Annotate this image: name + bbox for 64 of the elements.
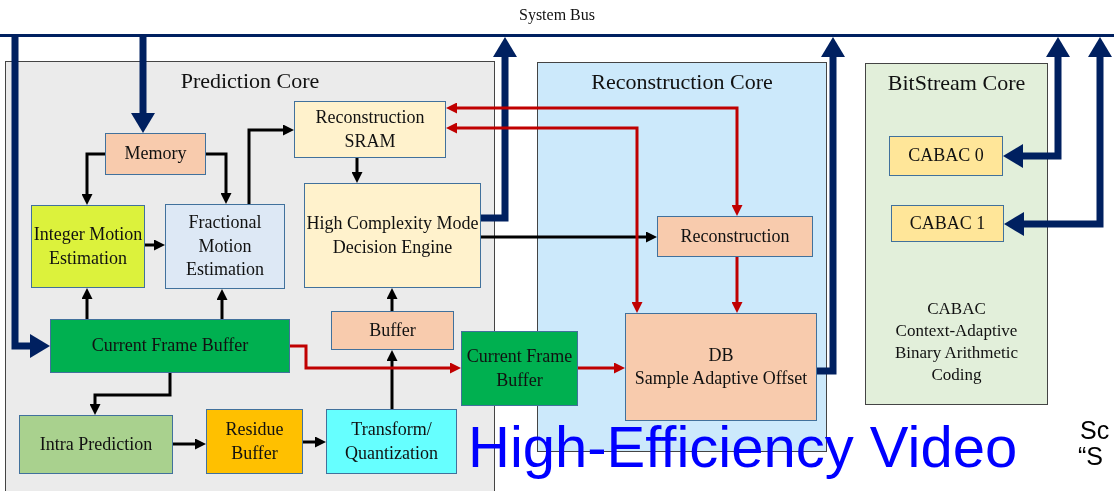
box-label: CABAC 0 [908, 144, 984, 168]
process-box [19, 415, 173, 474]
box-label: Integer Motion Estimation [32, 223, 144, 270]
box-label: Transform/ Quantization [344, 418, 439, 465]
process-box [31, 205, 145, 288]
process-box [105, 133, 206, 175]
process-box [50, 319, 290, 373]
box-label: Fractional Motion Estimation [185, 211, 265, 282]
arrow [578, 362, 625, 374]
panel-title: Prediction Core [180, 68, 320, 94]
box-label: Residue Buffer [224, 418, 285, 465]
arrow [81, 288, 93, 319]
panel-title: Reconstruction Core [591, 69, 773, 95]
panel-note: CABAC [926, 297, 987, 320]
arrow [817, 37, 845, 375]
arrow [131, 37, 155, 133]
box-label: Reconstruction SRAM [314, 106, 426, 153]
box-label: Reconstruction [680, 224, 790, 248]
process-box [331, 311, 454, 350]
process-box [461, 331, 578, 406]
box-label: CABAC 1 [909, 211, 986, 235]
arrow [481, 231, 657, 243]
arrow [81, 152, 105, 205]
arrow [481, 37, 517, 222]
arrow [290, 344, 461, 374]
core-panel [865, 63, 1048, 405]
process-box [657, 216, 813, 257]
panel-note: Context-Adaptive Binary Arithmetic Coding [893, 319, 1020, 386]
arrow [145, 239, 165, 251]
overlay-text: Sc [1080, 418, 1110, 443]
bus-label: System Bus [519, 6, 595, 24]
overlay-text: “S [1078, 444, 1103, 469]
arrow [446, 122, 643, 313]
process-box [891, 205, 1004, 242]
arrow [731, 257, 743, 313]
arrow [386, 350, 398, 409]
arrow [1004, 37, 1112, 236]
box-label: Memory [124, 142, 187, 166]
box-label: High Complexity Mode Decision Engine [305, 212, 480, 259]
box-label: Current Frame Buffer [465, 345, 574, 392]
box-label: DB [708, 343, 734, 367]
process-box [294, 101, 446, 158]
arrow [446, 102, 743, 216]
box-label: Current Frame Buffer [91, 334, 249, 358]
arrow [1003, 37, 1070, 168]
process-box [304, 183, 481, 288]
arrow [173, 438, 206, 450]
process-box [625, 313, 817, 421]
arrow [303, 436, 326, 448]
process-box [206, 409, 303, 474]
box-label: Intra Prediction [39, 432, 153, 456]
process-box [889, 136, 1003, 176]
arrow [216, 289, 228, 319]
box-label: Buffer [369, 318, 416, 342]
panel-title: BitStream Core [887, 70, 1026, 96]
process-box [165, 204, 285, 289]
arrow [89, 373, 172, 415]
arrow [351, 158, 363, 183]
process-box [326, 409, 457, 474]
arrow [11, 37, 50, 358]
arrow [206, 152, 232, 204]
arrow [247, 124, 294, 204]
arrow [386, 288, 398, 311]
box-label: Sample Adaptive Offset [634, 367, 808, 390]
